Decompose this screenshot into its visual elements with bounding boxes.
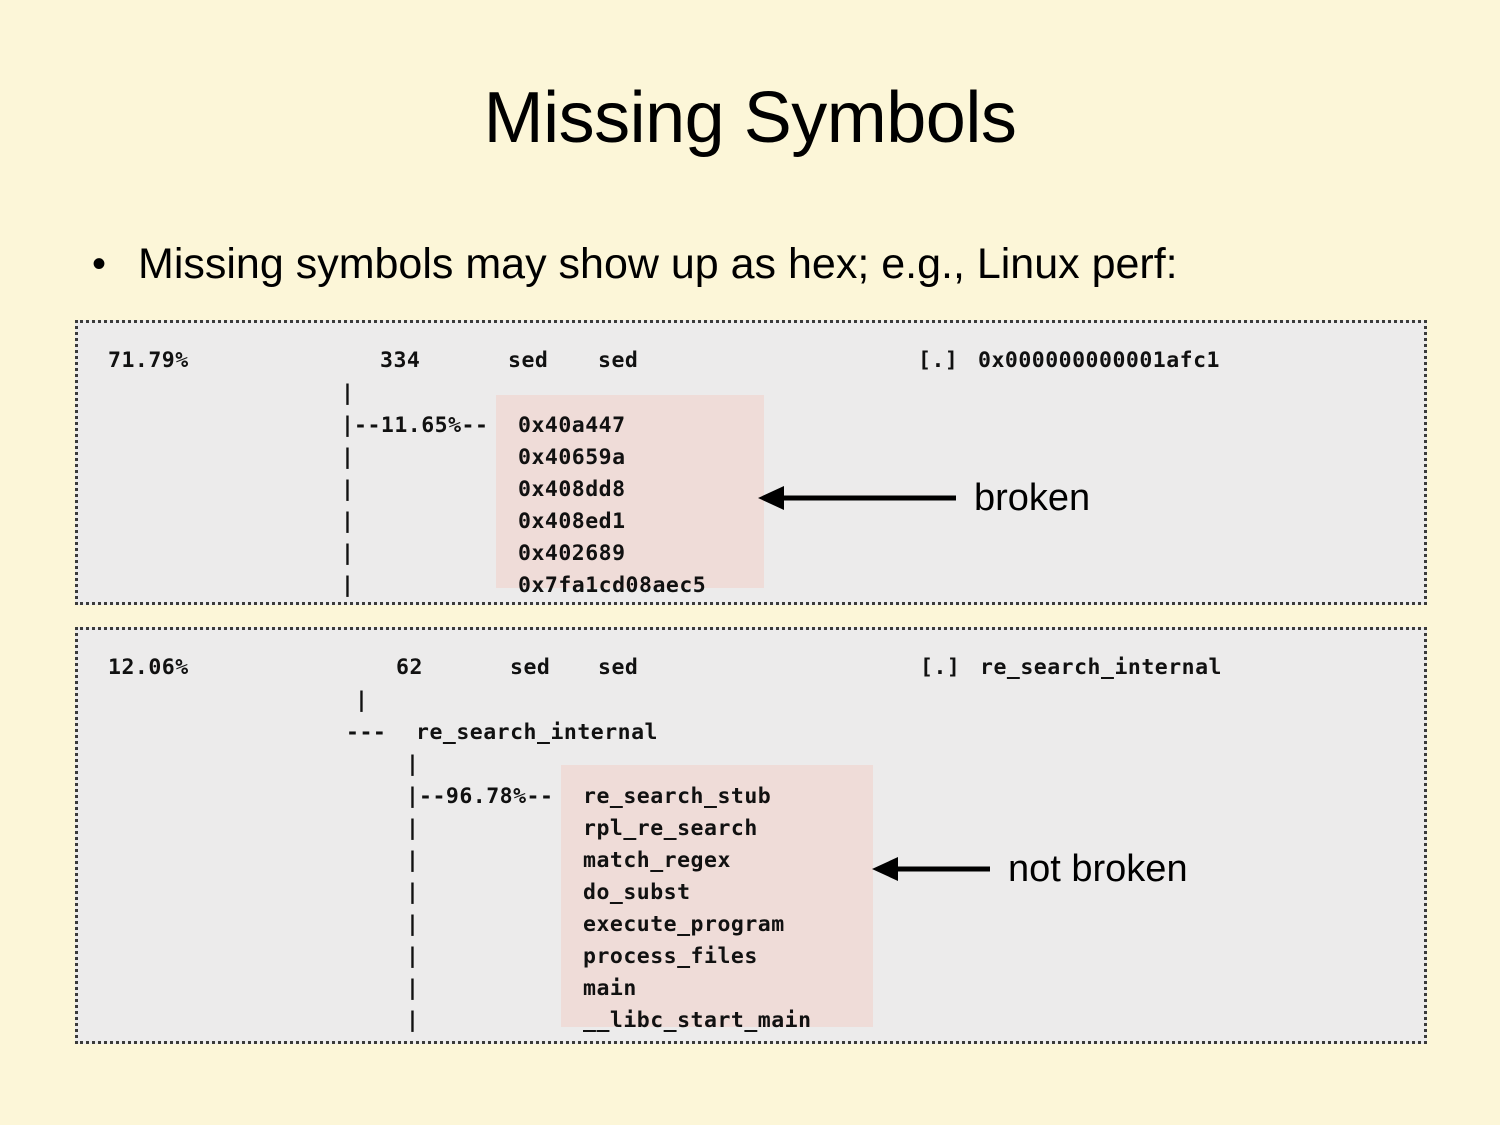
tree-pipe: | <box>406 880 420 905</box>
perf-header-dso: sed <box>598 655 639 680</box>
tree-pipe: | <box>355 688 369 713</box>
tree-root-prefix: --- <box>346 720 387 745</box>
stack-frame: 0x402689 <box>518 541 626 566</box>
stack-frame: rpl_re_search <box>583 816 758 841</box>
perf-header-percent: 71.79% <box>108 348 189 373</box>
code-lines-broken: 71.79% 334 sed sed [.] 0x000000000001afc… <box>78 323 1424 602</box>
tree-pipe: | <box>341 541 355 566</box>
tree-pipe: | <box>341 445 355 470</box>
perf-output-not-broken-block: 12.06% 62 sed sed [.] re_search_internal… <box>75 627 1427 1044</box>
tree-pipe: | <box>341 413 355 438</box>
tree-pipe: | <box>406 752 420 777</box>
highlight-region-hex-addresses <box>496 395 764 588</box>
bullet-marker-icon: • <box>92 242 107 286</box>
perf-header-privilege: [.] <box>920 655 961 680</box>
tree-pipe: | <box>341 573 355 598</box>
perf-header-samples: 62 <box>396 655 423 680</box>
perf-header-dso: sed <box>598 348 639 373</box>
stack-frame: do_subst <box>583 880 691 905</box>
highlight-region-symbol-names <box>561 765 873 1027</box>
perf-header-command: sed <box>510 655 551 680</box>
stack-frame: process_files <box>583 944 758 969</box>
tree-pipe: | <box>341 477 355 502</box>
stack-frame: 0x40a447 <box>518 413 626 438</box>
annotation-broken: broken <box>758 478 1090 518</box>
tree-pipe: | <box>406 784 420 809</box>
stack-frame: execute_program <box>583 912 785 937</box>
tree-pipe: | <box>406 1008 420 1033</box>
perf-output-broken-block: 71.79% 334 sed sed [.] 0x000000000001afc… <box>75 320 1427 605</box>
tree-pipe: | <box>406 912 420 937</box>
stack-frame: __libc_start_main <box>583 1008 812 1033</box>
stack-frame: match_regex <box>583 848 731 873</box>
left-arrow-icon <box>758 486 956 510</box>
bullet-text: Missing symbols may show up as hex; e.g.… <box>138 240 1178 288</box>
perf-header-symbol: re_search_internal <box>980 655 1222 680</box>
left-arrow-icon <box>872 857 990 881</box>
branch-percent: --96.78%-- <box>419 784 554 809</box>
tree-pipe: | <box>406 848 420 873</box>
annotation-broken-label: broken <box>974 477 1091 519</box>
stack-frame: re_search_stub <box>583 784 772 809</box>
stack-frame: 0x408ed1 <box>518 509 626 534</box>
tree-pipe: | <box>406 976 420 1001</box>
tree-pipe: | <box>341 509 355 534</box>
page-title: Missing Symbols <box>483 78 1017 158</box>
tree-pipe: | <box>406 816 420 841</box>
perf-header-privilege: [.] <box>918 348 959 373</box>
branch-percent: --11.65%-- <box>354 413 489 438</box>
perf-header-percent: 12.06% <box>108 655 189 680</box>
perf-header-samples: 334 <box>380 348 421 373</box>
tree-pipe: | <box>341 381 355 406</box>
code-lines-not-broken: 12.06% 62 sed sed [.] re_search_internal… <box>78 630 1424 1041</box>
perf-header-symbol: 0x000000000001afc1 <box>978 348 1220 373</box>
annotation-not-broken: not broken <box>872 849 1188 889</box>
annotation-not-broken-label: not broken <box>1008 848 1188 890</box>
tree-pipe: | <box>406 944 420 969</box>
root-symbol: re_search_internal <box>416 720 658 745</box>
stack-frame: 0x7fa1cd08aec5 <box>518 573 707 598</box>
stack-frame: 0x408dd8 <box>518 477 626 502</box>
stack-frame: 0x40659a <box>518 445 626 470</box>
perf-header-command: sed <box>508 348 549 373</box>
bullet-item: • Missing symbols may show up as hex; e.… <box>86 238 1426 290</box>
stack-frame: main <box>583 976 637 1001</box>
